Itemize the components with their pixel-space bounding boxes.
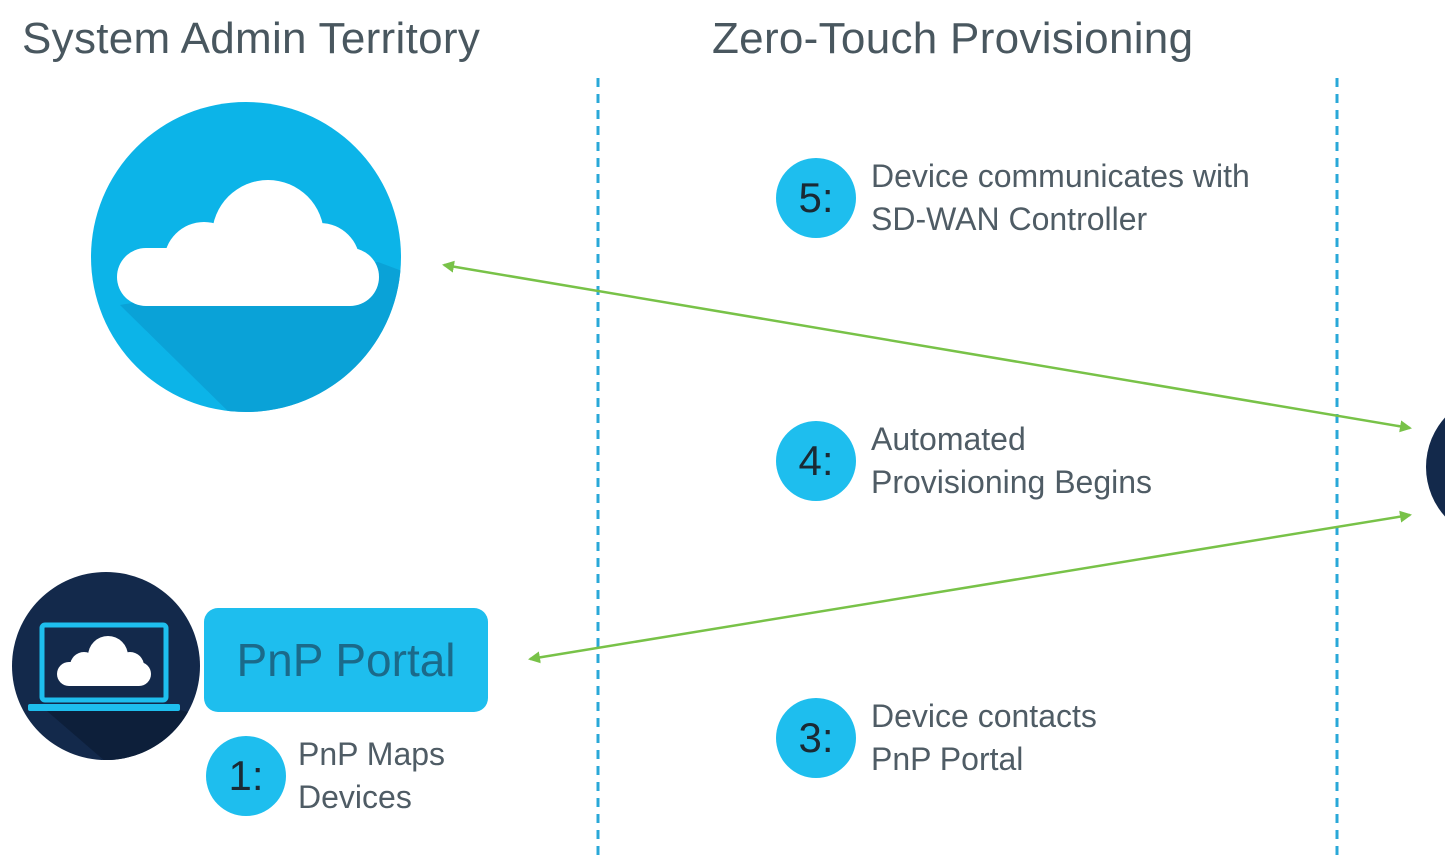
step-5: 5: Device communicates with SD-WAN Contr…: [776, 155, 1250, 241]
step-1: 1: PnP Maps Devices: [206, 733, 445, 819]
arrow-portal-device: [528, 510, 1412, 664]
step-5-text: Device communicates with SD-WAN Controll…: [871, 155, 1250, 241]
step-3: 3: Device contacts PnP Portal: [776, 695, 1097, 781]
device-icon: [1426, 417, 1445, 517]
section-title-zero-touch: Zero-Touch Provisioning: [712, 14, 1194, 63]
step-4-text: Automated Provisioning Begins: [871, 418, 1152, 504]
pnp-portal-box: PnP Portal: [204, 608, 488, 712]
step-5-badge: 5:: [776, 158, 856, 238]
step-4-badge: 4:: [776, 421, 856, 501]
section-title-system-admin: System Admin Territory: [22, 14, 481, 63]
step-3-text: Device contacts PnP Portal: [871, 695, 1097, 781]
step-5-line-1: Device communicates with: [871, 158, 1250, 194]
step-4: 4: Automated Provisioning Begins: [776, 418, 1152, 504]
cloud-icon: [91, 102, 401, 412]
step-4-line-2: Provisioning Begins: [871, 464, 1153, 500]
step-1-text: PnP Maps Devices: [298, 733, 445, 819]
step-5-line-2: SD-WAN Controller: [871, 201, 1148, 237]
step-1-line-2: Devices: [298, 779, 412, 815]
step-3-line-2: PnP Portal: [871, 741, 1024, 777]
laptop-cloud-icon: [12, 572, 200, 760]
step-1-badge: 1:: [206, 736, 286, 816]
step-3-line-1: Device contacts: [871, 698, 1097, 734]
step-4-line-1: Automated: [871, 421, 1026, 457]
arrow-controller-device: [442, 260, 1412, 433]
step-3-badge: 3:: [776, 698, 856, 778]
step-1-line-1: PnP Maps: [298, 736, 446, 772]
